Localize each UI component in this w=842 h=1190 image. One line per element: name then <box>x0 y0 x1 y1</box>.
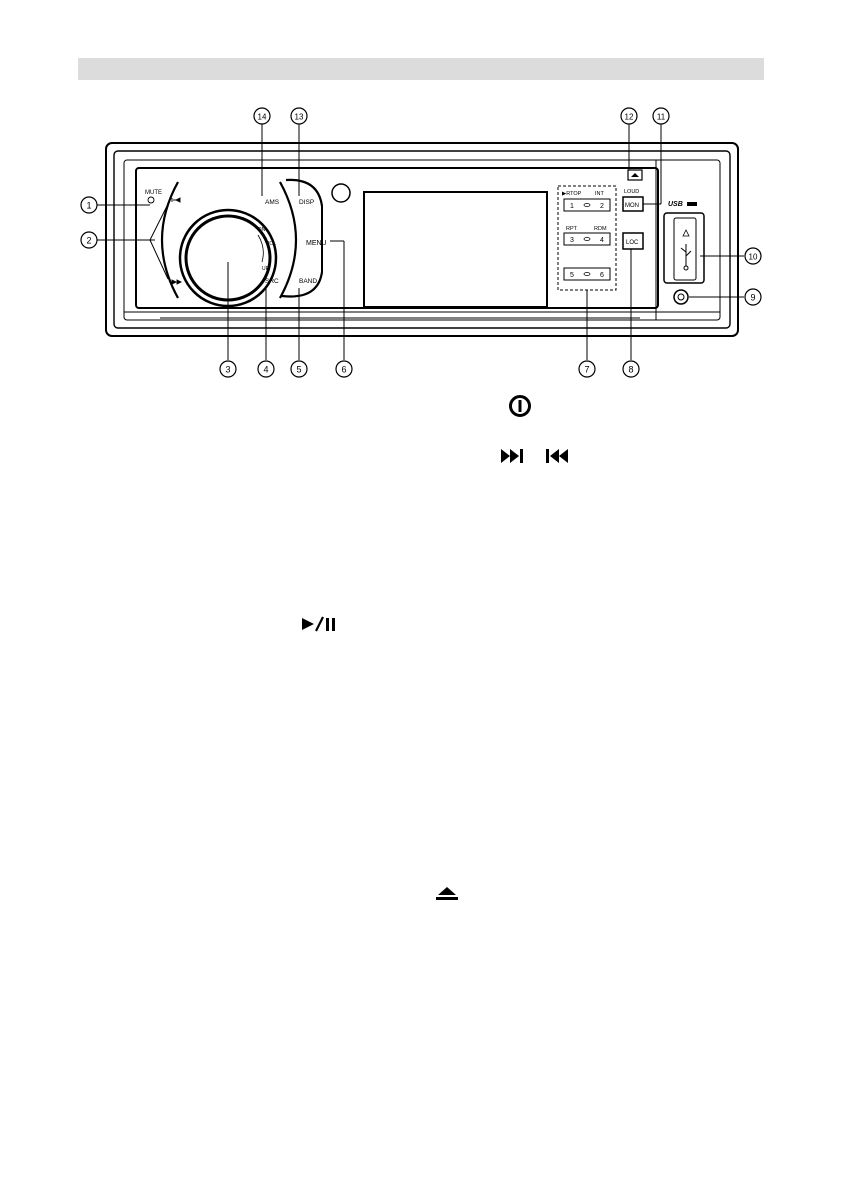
callout-6-circle <box>335 360 353 378</box>
usb-trident-base <box>683 265 689 271</box>
preset-led-2 <box>583 237 591 241</box>
menu-label: MENU <box>306 240 327 247</box>
int-label: INT <box>595 191 605 197</box>
release-button[interactable] <box>627 169 643 181</box>
preset-led-3 <box>583 272 591 276</box>
next-track-icon <box>501 449 523 463</box>
power-icon <box>509 395 531 417</box>
loc-button[interactable] <box>622 232 644 250</box>
preset-1-label: 1 <box>570 203 574 210</box>
usb-trident-left <box>680 247 687 253</box>
loc-label: LOC <box>626 240 639 246</box>
usb-arrow-icon <box>682 229 690 237</box>
usb-logo-bar <box>687 202 697 206</box>
callout-6: 6 <box>341 365 346 375</box>
usb-port-cover <box>663 212 705 284</box>
callout-5-circle <box>290 360 308 378</box>
callout-10-circle <box>744 247 762 265</box>
mon-label: MON <box>625 203 639 209</box>
callout-10: 10 <box>749 253 758 262</box>
callout-14: 14 <box>258 113 267 122</box>
preset-3-label: 3 <box>570 237 574 244</box>
preset-led-1 <box>583 203 591 207</box>
callout-1-circle <box>80 196 98 214</box>
preset-5-label: 5 <box>570 272 574 279</box>
callout-11: 11 <box>657 113 666 122</box>
callout-7: 7 <box>584 365 589 375</box>
dn-label: DN <box>258 227 266 233</box>
preset-1-2-button[interactable] <box>563 198 611 212</box>
play-pause-icon <box>302 616 335 632</box>
next-mini-icon <box>171 279 183 285</box>
band-label: BAND <box>299 278 317 285</box>
aux-jack-hole <box>677 293 685 301</box>
callout-13: 13 <box>295 113 304 122</box>
callout-11-circle <box>652 107 670 125</box>
preset-3-4-button[interactable] <box>563 232 611 246</box>
callout-4: 4 <box>263 365 268 375</box>
preset-4-label: 4 <box>600 237 604 244</box>
usb-trident-right <box>685 250 692 257</box>
left-arc <box>160 181 179 299</box>
src-label: SRC <box>265 278 279 285</box>
mute-label: MUTE <box>145 190 162 196</box>
ir-sensor <box>331 183 351 203</box>
callout-4-circle <box>257 360 275 378</box>
band-arc <box>281 271 324 298</box>
rpt-label: RPT <box>566 226 578 232</box>
up-label: UP <box>262 266 270 272</box>
loud-label: LOUD <box>624 189 639 195</box>
rdm-label: RDM <box>594 226 607 232</box>
callout-3: 3 <box>225 365 230 375</box>
preset-group <box>557 185 617 291</box>
lcd-display <box>363 191 548 308</box>
callout-14-circle <box>253 107 271 125</box>
faceplate <box>135 167 659 309</box>
callout-3-circle <box>219 360 237 378</box>
callout-8-circle <box>622 360 640 378</box>
callout-12: 12 <box>625 113 634 122</box>
usb-label: USB <box>668 201 683 208</box>
callout-8: 8 <box>628 365 633 375</box>
eject-icon <box>436 887 458 900</box>
usb-port[interactable] <box>673 217 697 281</box>
preset-2-label: 2 <box>600 203 604 210</box>
prev-track-icon <box>546 449 568 463</box>
vol-label: VOL <box>266 241 276 247</box>
leader-lines <box>97 124 744 360</box>
callout-13-circle <box>290 107 308 125</box>
preset-5-6-button[interactable] <box>563 267 611 281</box>
callout-9-circle <box>744 288 762 306</box>
disp-label: DISP <box>299 199 314 206</box>
callout-1: 1 <box>86 201 91 211</box>
prev-mini-icon <box>171 197 181 203</box>
vol-arc-icon <box>257 234 264 263</box>
ams-label: AMS <box>265 199 280 206</box>
rtop-label: ▶RTOP <box>562 191 582 197</box>
callout-2: 2 <box>86 236 91 246</box>
aux-jack[interactable] <box>673 289 689 305</box>
callout-5: 5 <box>296 365 301 375</box>
callout-7-circle <box>578 360 596 378</box>
callout-2-circle <box>80 231 98 249</box>
section-header-bar <box>78 58 764 80</box>
release-icon <box>631 173 639 177</box>
preset-6-label: 6 <box>600 272 604 279</box>
callout-9: 9 <box>750 293 755 303</box>
disp-arc <box>285 178 324 207</box>
power-mini-icon <box>147 196 155 204</box>
right-arc <box>279 181 298 299</box>
callout-12-circle <box>620 107 638 125</box>
